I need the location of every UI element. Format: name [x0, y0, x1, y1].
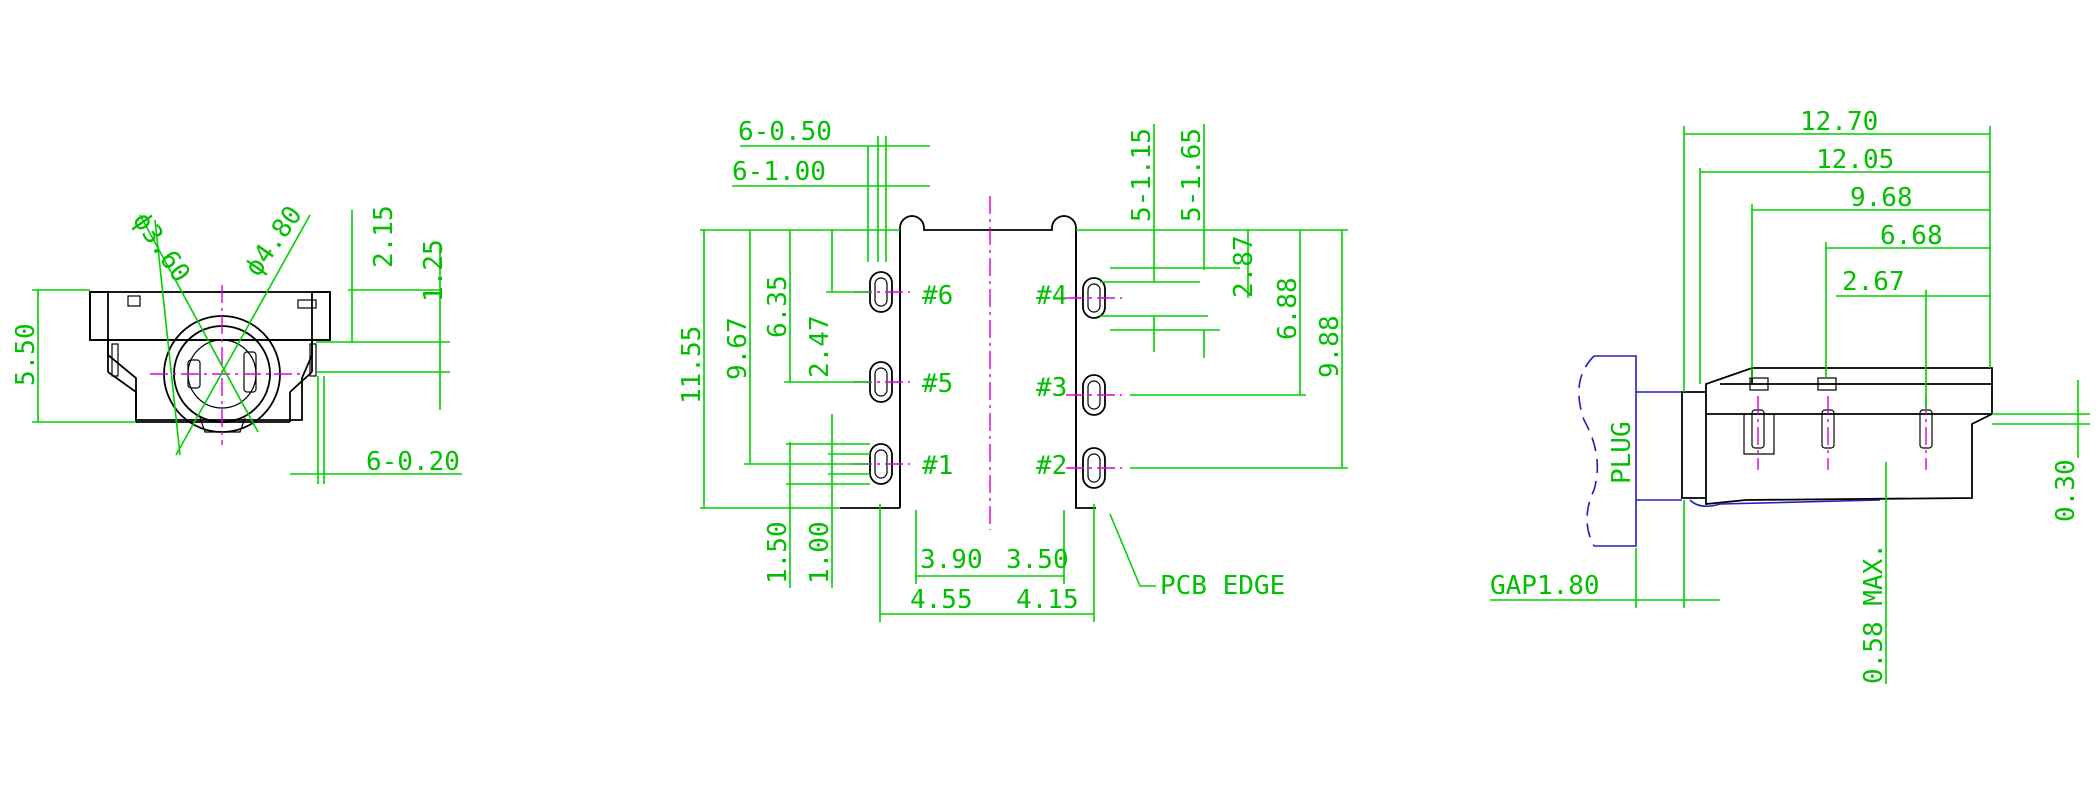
pcb-dim-4-55: 4.55: [910, 585, 973, 615]
pcb-dim-2-47: 2.47: [805, 315, 835, 378]
side-dim-2-67: 2.67: [1842, 267, 1905, 297]
plug-label: PLUG: [1607, 421, 1637, 484]
slot-pin-2: [1066, 447, 1122, 489]
pcb-dim-3-90: 3.90: [920, 545, 983, 575]
pcb-dim-1-50: 1.50: [763, 521, 793, 584]
front-pin-right: [309, 343, 317, 377]
plug-outline: [1594, 355, 1637, 547]
pcb-dim-6-35: 6.35: [763, 275, 793, 338]
pcb-layout-view: #6 #5 #1 #4 #3 #2 6-0.50 6-1.00 5-1.15 5…: [677, 117, 1348, 622]
front-view: 5.50 ϕ3.60 ϕ4.80 2.15 1.25 6-0.20: [11, 201, 462, 484]
front-dim-2-15: 2.15: [369, 205, 399, 268]
slot-pin-4: [1066, 277, 1122, 319]
side-dim-0-30: 0.30: [2051, 459, 2081, 522]
pin-label-6: #6: [922, 281, 953, 311]
pcb-dim-9-88: 9.88: [1315, 315, 1345, 378]
side-view: PLUG 12.70 12.05 9.68 6.68 2.67: [1490, 107, 2090, 684]
front-pin-left: [111, 343, 119, 377]
pcb-dim-6-1-00: 6-1.00: [732, 157, 826, 187]
side-dim-0-58-max: 0.58 MAX.: [1859, 543, 1889, 684]
front-dim-1-25: 1.25: [419, 239, 449, 302]
pcb-dim-5-1-15: 5-1.15: [1127, 128, 1157, 222]
side-dim-gap-1-80: GAP1.80: [1490, 571, 1600, 601]
pcb-dim-5-1-65: 5-1.65: [1177, 128, 1207, 222]
pcb-dim-6-88: 6.88: [1273, 277, 1303, 340]
side-dim-12-70: 12.70: [1800, 107, 1878, 137]
pcb-dim-4-15: 4.15: [1016, 585, 1079, 615]
pin-label-2: #2: [1036, 451, 1067, 481]
side-dim-9-68: 9.68: [1850, 183, 1913, 213]
pcb-dim-1-00: 1.00: [805, 521, 835, 584]
pcb-dim-6-0-50: 6-0.50: [738, 117, 832, 147]
front-dim-dia-4-80: ϕ4.80: [239, 201, 308, 282]
pin-label-4: #4: [1036, 281, 1067, 311]
pin-label-3: #3: [1036, 373, 1067, 403]
pcb-dim-11-55: 11.55: [677, 326, 707, 404]
front-dim-5-50: 5.50: [11, 323, 41, 386]
front-view-top-block: [89, 291, 331, 341]
pin-label-5: #5: [922, 369, 953, 399]
pcb-dim-2-87: 2.87: [1229, 235, 1259, 298]
front-dim-6-0-20: 6-0.20: [366, 447, 460, 477]
front-view-body-outline: [89, 291, 331, 421]
pin-label-1: #1: [922, 451, 953, 481]
side-dim-12-05: 12.05: [1816, 145, 1894, 175]
pcb-dim-9-67: 9.67: [723, 317, 753, 380]
pcb-dim-3-50: 3.50: [1006, 545, 1069, 575]
pcb-edge-label: PCB EDGE: [1160, 571, 1285, 601]
pcb-left-edge: [899, 215, 1096, 509]
side-dim-6-68: 6.68: [1880, 221, 1943, 251]
side-view-body: [1681, 367, 1993, 505]
slot-pin-3: [1066, 374, 1122, 416]
